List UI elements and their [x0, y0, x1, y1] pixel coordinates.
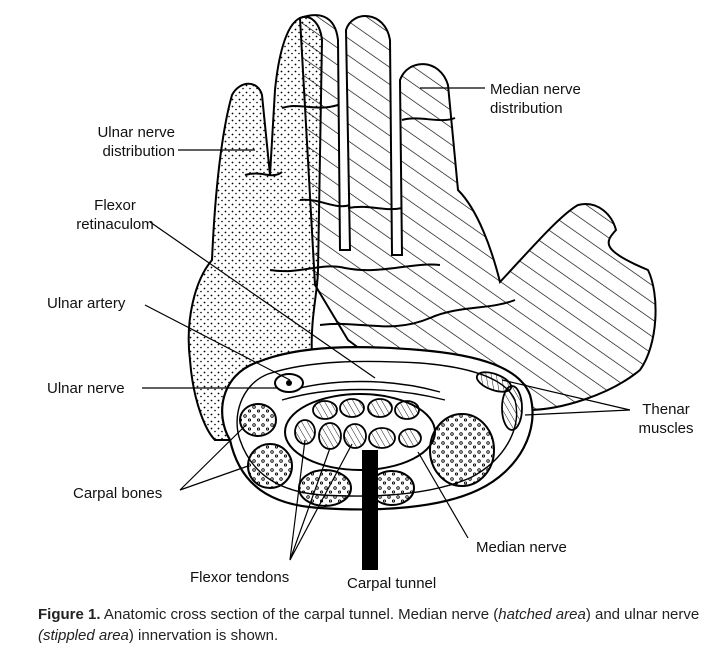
ulnar-nerve-distribution-label: Ulnar nerve distribution: [60, 123, 175, 161]
ulnar-nerve-label: Ulnar nerve: [47, 380, 125, 397]
flexor-tendons-label: Flexor tendons: [190, 569, 290, 586]
median-nerve-label: Median nerve: [476, 539, 567, 556]
ulnar-artery-label: Ulnar artery: [47, 295, 126, 312]
caption-italic-1: hatched area: [498, 606, 586, 623]
median-nerve-area: [298, 14, 657, 422]
thenar-muscles-line-1: Thenar: [642, 401, 690, 418]
flexor-retinaculum-label: Flexor retinaculom: [60, 196, 170, 234]
leader-lines: [142, 87, 631, 561]
median-nerve-distribution-line-1: Median nerve: [490, 81, 581, 98]
thenar-muscles-label: Thenar muscles: [626, 400, 706, 438]
ulnar-nerve-area: [187, 16, 324, 441]
thenar-muscles-line-2: muscles: [638, 420, 694, 437]
carpal-tunnel-bar: [362, 450, 378, 570]
median-nerve-distribution-line-2: distribution: [490, 100, 563, 117]
flexor-tendons: [294, 398, 422, 450]
carpal-tunnel-diagram: Ulnar nerve distribution Median nerve di…: [47, 14, 706, 592]
caption-italic-2: (stippled area: [38, 627, 129, 644]
flexor-retinaculum-line-1: Flexor: [94, 197, 136, 214]
ulnar-nerve-distribution-line-1: Ulnar nerve: [97, 124, 175, 141]
figure-number: Figure 1.: [38, 606, 101, 623]
caption-text-2: ) and ulnar nerve: [585, 606, 700, 623]
ulnar-nerve-distribution-line-2: distribution: [102, 143, 175, 160]
median-nerve-distribution-label: Median nerve distribution: [490, 80, 581, 118]
figure-caption: Figure 1. Anatomic cross section of the …: [38, 604, 708, 646]
caption-text-1: Anatomic cross section of the carpal tun…: [100, 606, 499, 623]
carpal-bones-label: Carpal bones: [73, 485, 163, 502]
palm-creases: [244, 104, 516, 328]
caption-text-3: ) innervation is shown.: [128, 627, 279, 644]
flexor-retinaculum-line-2: retinaculom: [76, 216, 154, 233]
hand-illustration: [142, 14, 657, 570]
carpal-tunnel-label: Carpal tunnel: [347, 575, 437, 592]
